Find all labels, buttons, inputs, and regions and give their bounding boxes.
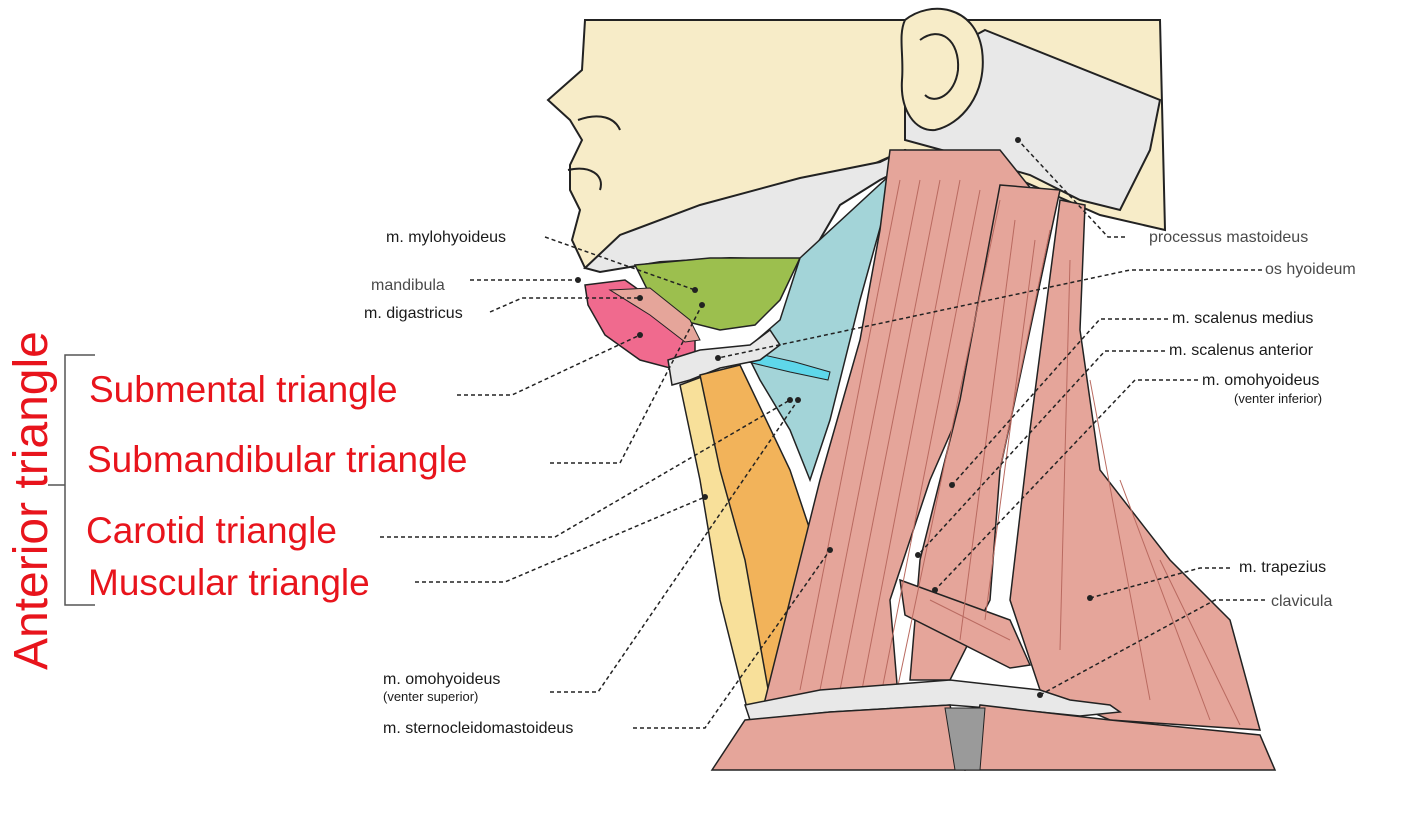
label-os-hyoideum: os hyoideum <box>1265 261 1356 279</box>
label-scalenus-anterior: m. scalenus anterior <box>1169 342 1313 360</box>
label-processus-mastoideus: processus mastoideus <box>1149 229 1308 247</box>
label-clavicula: clavicula <box>1271 593 1332 611</box>
leader-muscular <box>415 497 705 582</box>
label-mandibula: mandibula <box>371 277 445 295</box>
label-omohyoideus-inferior: m. omohyoideus <box>1202 372 1319 390</box>
label-omohyoideus-superior-sub: (venter superior) <box>383 690 478 704</box>
label-sternocleidomastoideus: m. sternocleidomastoideus <box>383 720 573 738</box>
label-omohyoideus-superior: m. omohyoideus <box>383 671 500 689</box>
label-anterior-triangle: Anterior triangle <box>8 331 56 670</box>
label-trapezius: m. trapezius <box>1239 559 1326 577</box>
leader-submental <box>457 335 640 395</box>
label-muscular-triangle: Muscular triangle <box>88 563 370 603</box>
label-submental-triangle: Submental triangle <box>89 370 398 410</box>
label-scalenus-medius: m. scalenus medius <box>1172 310 1313 328</box>
label-digastricus: m. digastricus <box>364 305 463 323</box>
label-carotid-triangle: Carotid triangle <box>86 511 337 551</box>
trapezius-muscle <box>1010 200 1260 730</box>
label-mylohyoideus: m. mylohyoideus <box>386 229 506 247</box>
label-submandibular-triangle: Submandibular triangle <box>87 440 468 480</box>
label-omohyoideus-inferior-sub: (venter inferior) <box>1234 392 1322 406</box>
